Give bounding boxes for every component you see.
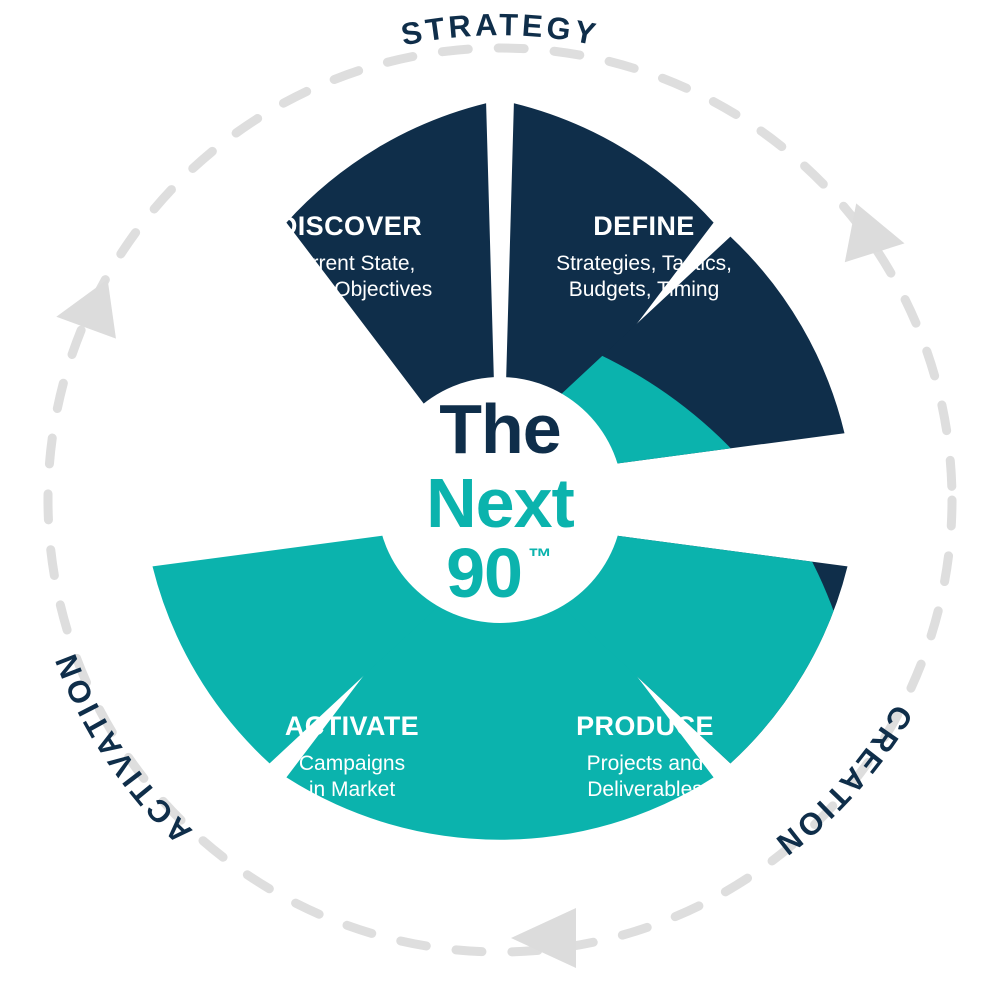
segment-sub2-measure: to Objectives <box>149 527 270 550</box>
segment-sub1-define: Strategies, Tactics, <box>556 252 732 275</box>
flow-arrow-right-icon <box>844 203 905 263</box>
dashed-flow-circle <box>43 43 957 957</box>
segment-title-activate: ACTIVATE <box>285 711 419 741</box>
segment-label-produce: PRODUCE Projects and Deliverables <box>576 711 714 801</box>
logo-line-next: Next <box>426 464 574 542</box>
segment-title-produce: PRODUCE <box>576 711 714 741</box>
segment-sub2-produce: Deliverables <box>587 778 703 801</box>
segment-sub1-produce: Projects and <box>587 752 704 775</box>
segment-discover[interactable] <box>286 103 494 417</box>
segment-sub1-activate: Campaigns <box>299 752 405 775</box>
segment-sub2-define: Budgets, Timing <box>569 278 720 301</box>
segment-sub2-discover: Future Objectives <box>268 278 433 301</box>
logo-line-90: 90 <box>446 534 522 612</box>
segment-title-define: DEFINE <box>593 211 694 241</box>
logo-line-the: The <box>439 390 560 468</box>
segment-title-measure: MEASURE <box>141 461 279 491</box>
segment-label-discover: DISCOVER Current State, Future Objective… <box>268 211 433 301</box>
center-hub <box>377 377 623 623</box>
segment-label-concept: CONCEPT The Big Ideas <box>716 461 851 524</box>
ring-label-creation: CREATION <box>767 699 919 864</box>
segment-title-discover: DISCOVER <box>278 211 422 241</box>
segment-sub1-discover: Current State, <box>285 252 416 275</box>
logo-trademark: ™ <box>528 544 552 571</box>
wedge-group <box>152 103 848 840</box>
flow-arrow-left-icon <box>56 279 116 339</box>
center-logo: The Next 90 ™ <box>426 390 575 612</box>
segment-sub2-activate: in Market <box>309 778 396 801</box>
segment-measure[interactable] <box>152 530 455 764</box>
segment-define[interactable] <box>506 103 714 417</box>
segment-label-define: DEFINE Strategies, Tactics, Budgets, Tim… <box>556 211 732 301</box>
segment-label-measure: MEASURE The Results to Objectives <box>141 461 279 550</box>
flow-arrow-bottom-icon <box>511 908 576 968</box>
segment-title-concept: CONCEPT <box>716 461 851 491</box>
segment-sub1-concept: The Big Ideas <box>718 501 848 524</box>
ring-label-activation: ACTIVATION <box>47 646 198 850</box>
segment-sub1-measure: The Results <box>154 501 266 524</box>
segment-label-activate: ACTIVATE Campaigns in Market <box>285 711 419 801</box>
